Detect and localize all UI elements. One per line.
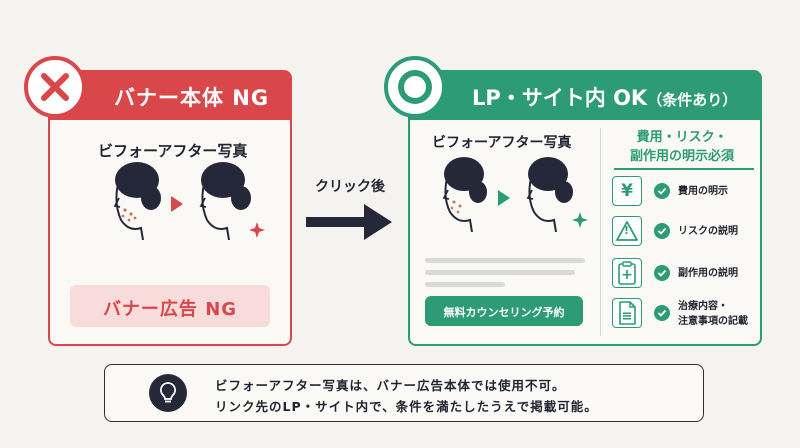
treatment-notes-text: 治療内容・ 注意事項の記載 (678, 299, 748, 329)
lp-sparkle-icon (572, 212, 588, 228)
after-face-icon (199, 162, 251, 240)
lp-ok-title-main: LP・サイト内 OK (472, 86, 648, 110)
lp-ok-title-condition: （条件あり） (647, 91, 738, 109)
free-counseling-button[interactable]: 無料カウンセリング予約 (425, 296, 583, 326)
summary-note-line-1: ビフォーアフター写真は、バナー広告本体では使用不可。 (215, 378, 566, 393)
lp-before-after-arrow-icon (498, 190, 510, 206)
sparkle-icon (249, 222, 265, 238)
side-effect-explanation-text: 副作用の説明 (678, 268, 738, 279)
banner-ad-ng-label: バナー広告 NG (102, 299, 238, 320)
placeholder-text-line (425, 258, 585, 263)
yen-icon: ¥ (612, 176, 642, 206)
disclosure-title-line-1: 費用・リスク・ (636, 130, 728, 145)
before-after-faces-illustration (113, 162, 265, 240)
banner-ng-title: バナー本体 NG (114, 86, 270, 110)
free-counseling-label: 無料カウンセリング予約 (443, 306, 565, 319)
after-click-label: クリック後 (315, 179, 385, 195)
check-icon (654, 223, 670, 239)
lp-ok-title: LP・サイト内 OK（条件あり） (472, 82, 737, 112)
lp-before-face-icon (442, 157, 487, 232)
lightbulb-icon (149, 374, 187, 412)
medical-clipboard-icon: + (612, 258, 642, 288)
right-arrow-icon (306, 204, 392, 240)
medical-cross-glyph: + (621, 267, 633, 283)
cost-disclosure-text: 費用の明示 (678, 186, 728, 197)
risk-explanation-text: リスクの説明 (678, 226, 738, 237)
summary-note-box: ビフォーアフター写真は、バナー広告本体では使用不可。 リンク先のLP・サイト内で… (104, 364, 704, 422)
yen-glyph: ¥ (621, 181, 633, 201)
treatment-notes-line-1: 治療内容・ (678, 301, 728, 312)
lp-before-after-faces-illustration (442, 157, 588, 232)
disclosure-requirement-title: 費用・リスク・ 副作用の明示必須 (608, 128, 756, 166)
lp-ok-header: LP・サイト内 OK（条件あり） (410, 72, 760, 120)
placeholder-text-line (425, 282, 505, 287)
summary-note-line-2: リンク先のLP・サイト内で、条件を満たしたうえで掲載可能。 (215, 399, 598, 414)
column-divider (600, 128, 601, 336)
ng-cross-icon (24, 56, 86, 118)
document-icon: ≡ (612, 298, 642, 328)
warning-glyph: ! (623, 224, 630, 237)
warning-icon: ! (612, 216, 642, 246)
lp-before-after-label: ビフォーアフター写真 (432, 135, 572, 151)
before-face-icon (113, 162, 161, 240)
treatment-notes-line-2: 注意事項の記載 (678, 316, 748, 327)
disclosure-title-underline (614, 168, 754, 170)
lp-after-face-icon (526, 157, 573, 232)
check-icon (654, 305, 670, 321)
banner-ng-header: バナー本体 NG (50, 72, 290, 120)
ok-circle-icon (384, 56, 446, 118)
before-after-arrow-icon (171, 196, 183, 212)
check-icon (654, 265, 670, 281)
check-icon (654, 183, 670, 199)
banner-before-after-label: ビフォーアフター写真 (98, 142, 248, 160)
document-lines-glyph: ≡ (621, 308, 633, 324)
placeholder-text-line (425, 270, 575, 275)
disclosure-title-line-2: 副作用の明示必須 (629, 149, 734, 164)
banner-ad-ng-badge: バナー広告 NG (70, 285, 270, 327)
